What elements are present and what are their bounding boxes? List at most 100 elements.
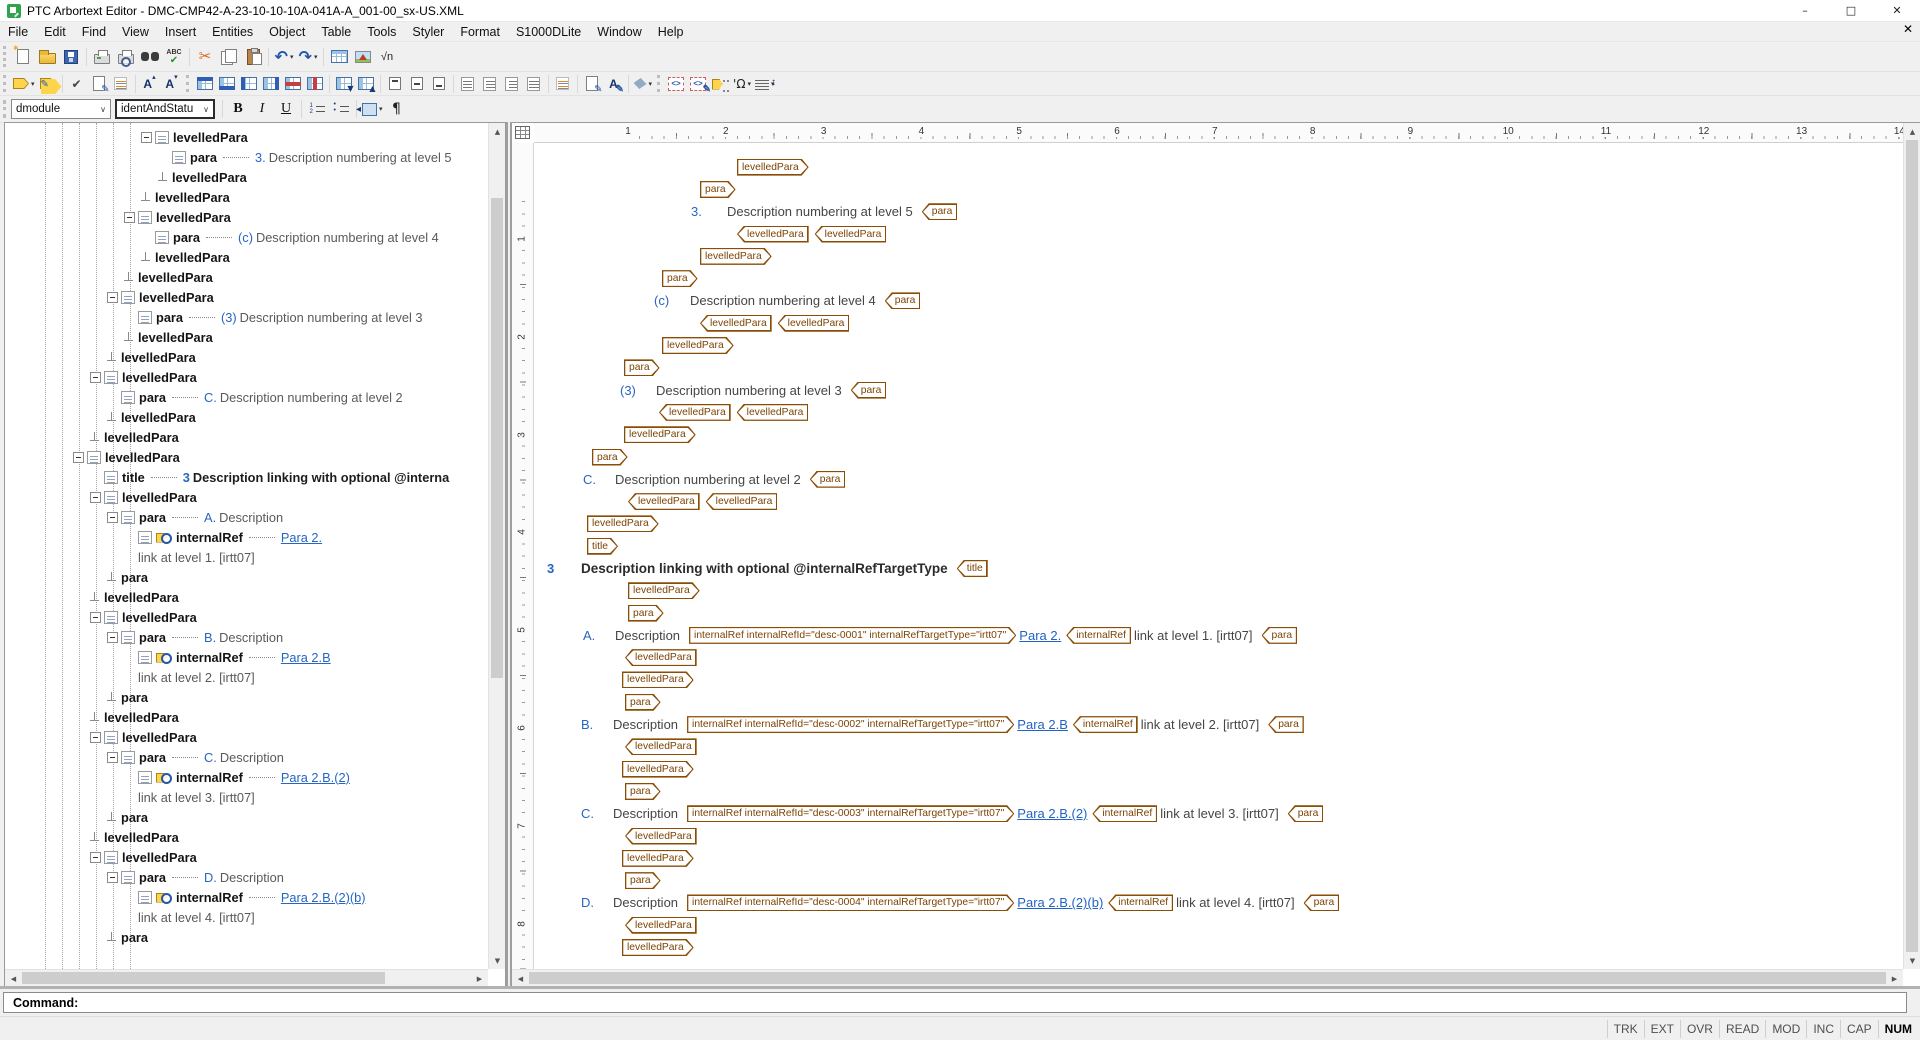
document-line[interactable]: levelledPara bbox=[534, 914, 1903, 936]
close-tag-para[interactable]: para bbox=[1268, 716, 1304, 733]
tree-row[interactable]: para3.Description numbering at level 5 bbox=[5, 147, 488, 167]
menu-entities[interactable]: Entities bbox=[204, 22, 261, 42]
scroll-right-icon[interactable]: ▶ bbox=[471, 970, 488, 987]
numbered-list-button[interactable] bbox=[305, 97, 329, 121]
document-line[interactable]: levelledPara bbox=[534, 847, 1903, 869]
check-completeness-button[interactable]: ✔ bbox=[66, 73, 88, 95]
cut-button[interactable]: ✂ bbox=[193, 45, 217, 69]
redo-button[interactable]: ↷▾ bbox=[296, 45, 320, 69]
tree-row[interactable]: paraC.Description bbox=[5, 747, 488, 767]
tree-row[interactable]: para(c)Description numbering at level 4 bbox=[5, 227, 488, 247]
scrollbar-thumb[interactable] bbox=[22, 972, 385, 984]
document-map-button[interactable] bbox=[110, 73, 132, 95]
document-line[interactable]: para bbox=[534, 267, 1903, 289]
tree-row[interactable]: levelledPara bbox=[5, 287, 488, 307]
tree-row[interactable]: levelledPara bbox=[5, 207, 488, 227]
document-text[interactable]: Description numbering at level 5 bbox=[727, 204, 913, 219]
document-line[interactable]: levelledParalevelledPara bbox=[534, 401, 1903, 423]
document-line[interactable]: title bbox=[534, 535, 1903, 557]
tree-row[interactable]: paraC.Description numbering at level 2 bbox=[5, 387, 488, 407]
tree-row[interactable]: para bbox=[5, 687, 488, 707]
expand-toggle-icon[interactable] bbox=[90, 372, 101, 383]
open-button[interactable] bbox=[35, 45, 59, 69]
page-setup-button[interactable] bbox=[581, 73, 603, 95]
document-line[interactable]: levelledPara bbox=[534, 936, 1903, 958]
document-text[interactable]: Description bbox=[613, 717, 678, 732]
document-text[interactable]: Description bbox=[613, 806, 678, 821]
maximize-button[interactable]: □ bbox=[1828, 0, 1874, 21]
close-tag-levelledPara[interactable]: levelledPara bbox=[778, 315, 850, 332]
fill-color-dropdown-icon[interactable]: ▾ bbox=[649, 80, 653, 88]
open-tag-levelledPara[interactable]: levelledPara bbox=[622, 850, 694, 867]
font-style-button[interactable]: A bbox=[603, 73, 625, 95]
document-line[interactable]: B.DescriptioninternalRef internalRefId="… bbox=[534, 713, 1903, 735]
insert-paragraph-button[interactable]: ▾ bbox=[360, 97, 385, 121]
show-paragraph-marks-button[interactable]: ¶ bbox=[385, 97, 409, 121]
open-tag-para[interactable]: para bbox=[625, 694, 661, 711]
open-tag-internalRef[interactable]: internalRef internalRefId="desc-0003" in… bbox=[687, 805, 1014, 822]
tree-row[interactable]: levelledPara bbox=[5, 167, 488, 187]
close-tag-levelledPara[interactable]: levelledPara bbox=[625, 649, 697, 666]
document-line[interactable]: levelledPara bbox=[534, 647, 1903, 669]
document-line[interactable]: A.DescriptioninternalRef internalRefId="… bbox=[534, 624, 1903, 646]
close-tag-para[interactable]: para bbox=[1262, 627, 1298, 644]
toolbar-grip[interactable] bbox=[186, 75, 189, 91]
align-center-button[interactable] bbox=[479, 73, 501, 95]
valign-bottom-button[interactable] bbox=[428, 73, 450, 95]
merge-cells-down-button[interactable]: ▼ bbox=[333, 73, 355, 95]
tree-row[interactable]: levelledPara bbox=[5, 267, 488, 287]
menu-object[interactable]: Object bbox=[261, 22, 313, 42]
tree-row[interactable]: levelledPara bbox=[5, 407, 488, 427]
tag-display-button[interactable] bbox=[709, 73, 731, 95]
print-button[interactable] bbox=[90, 45, 114, 69]
doc-vertical-scrollbar[interactable]: ▲ ▼ bbox=[1903, 123, 1920, 969]
tree-row[interactable]: levelledPara bbox=[5, 367, 488, 387]
open-tag-para[interactable]: para bbox=[628, 605, 664, 622]
expand-toggle-icon[interactable] bbox=[107, 752, 118, 763]
open-tag-levelledPara[interactable]: levelledPara bbox=[622, 671, 694, 688]
document-text[interactable]: link at level 2. [irtt07] bbox=[1141, 717, 1260, 732]
document-line[interactable]: (c)Description numbering at level 4para bbox=[534, 290, 1903, 312]
change-markup-button[interactable] bbox=[37, 73, 59, 95]
tree-row[interactable]: internalRefPara 2.B bbox=[5, 647, 488, 667]
menu-help[interactable]: Help bbox=[650, 22, 692, 42]
document-title-text[interactable]: Description linking with optional @inter… bbox=[581, 561, 948, 576]
close-tag-levelledPara[interactable]: levelledPara bbox=[737, 404, 809, 421]
toolbar-grip[interactable] bbox=[3, 100, 6, 118]
document-line[interactable]: levelledPara bbox=[534, 245, 1903, 267]
paste-button[interactable] bbox=[241, 45, 265, 69]
open-tag-levelledPara[interactable]: levelledPara bbox=[628, 582, 700, 599]
toolbar-grip[interactable] bbox=[3, 75, 6, 91]
document-line[interactable]: levelledParalevelledPara bbox=[534, 312, 1903, 334]
close-tag-levelledPara[interactable]: levelledPara bbox=[625, 738, 697, 755]
justify-button[interactable] bbox=[523, 73, 545, 95]
delete-row-button[interactable] bbox=[282, 73, 304, 95]
insert-markup-button[interactable]: ▾ bbox=[11, 73, 37, 95]
document-text[interactable]: Description numbering at level 2 bbox=[615, 472, 801, 487]
internal-ref-link[interactable]: Para 2.B bbox=[1017, 717, 1068, 732]
tree-horizontal-scrollbar[interactable]: ◀ ▶ bbox=[5, 969, 488, 986]
edit-attributes-button[interactable] bbox=[88, 73, 110, 95]
document-line[interactable]: para bbox=[534, 780, 1903, 802]
document-content[interactable]: levelledParapara3.Description numbering … bbox=[534, 143, 1903, 969]
close-tag-levelledPara[interactable]: levelledPara bbox=[706, 493, 778, 510]
tree-internal-ref-link[interactable]: Para 2.B.(2)(b) bbox=[281, 890, 366, 905]
insert-row-above-button[interactable] bbox=[194, 73, 216, 95]
open-tag-levelledPara[interactable]: levelledPara bbox=[737, 159, 809, 176]
document-text[interactable]: Description numbering at level 3 bbox=[656, 383, 842, 398]
insert-symbol-button[interactable]: 'Ω▾ bbox=[731, 73, 753, 95]
insert-table-button[interactable] bbox=[327, 45, 351, 69]
tree-row[interactable]: levelledPara bbox=[5, 427, 488, 447]
open-tag-title[interactable]: title bbox=[587, 538, 618, 555]
document-line[interactable]: levelledParalevelledPara bbox=[534, 490, 1903, 512]
symbol-dropdown-icon[interactable]: ▾ bbox=[748, 80, 752, 88]
scrollbar-thumb[interactable] bbox=[491, 198, 503, 678]
minimize-button[interactable]: – bbox=[1782, 0, 1828, 21]
save-button[interactable] bbox=[59, 45, 83, 69]
document-text[interactable]: Description bbox=[615, 628, 680, 643]
toolbar-grip[interactable] bbox=[657, 75, 660, 91]
close-tag-para[interactable]: para bbox=[851, 382, 887, 399]
copy-button[interactable] bbox=[217, 45, 241, 69]
tree-row[interactable]: paraB.Description bbox=[5, 627, 488, 647]
scrollbar-thumb[interactable] bbox=[1906, 140, 1918, 952]
